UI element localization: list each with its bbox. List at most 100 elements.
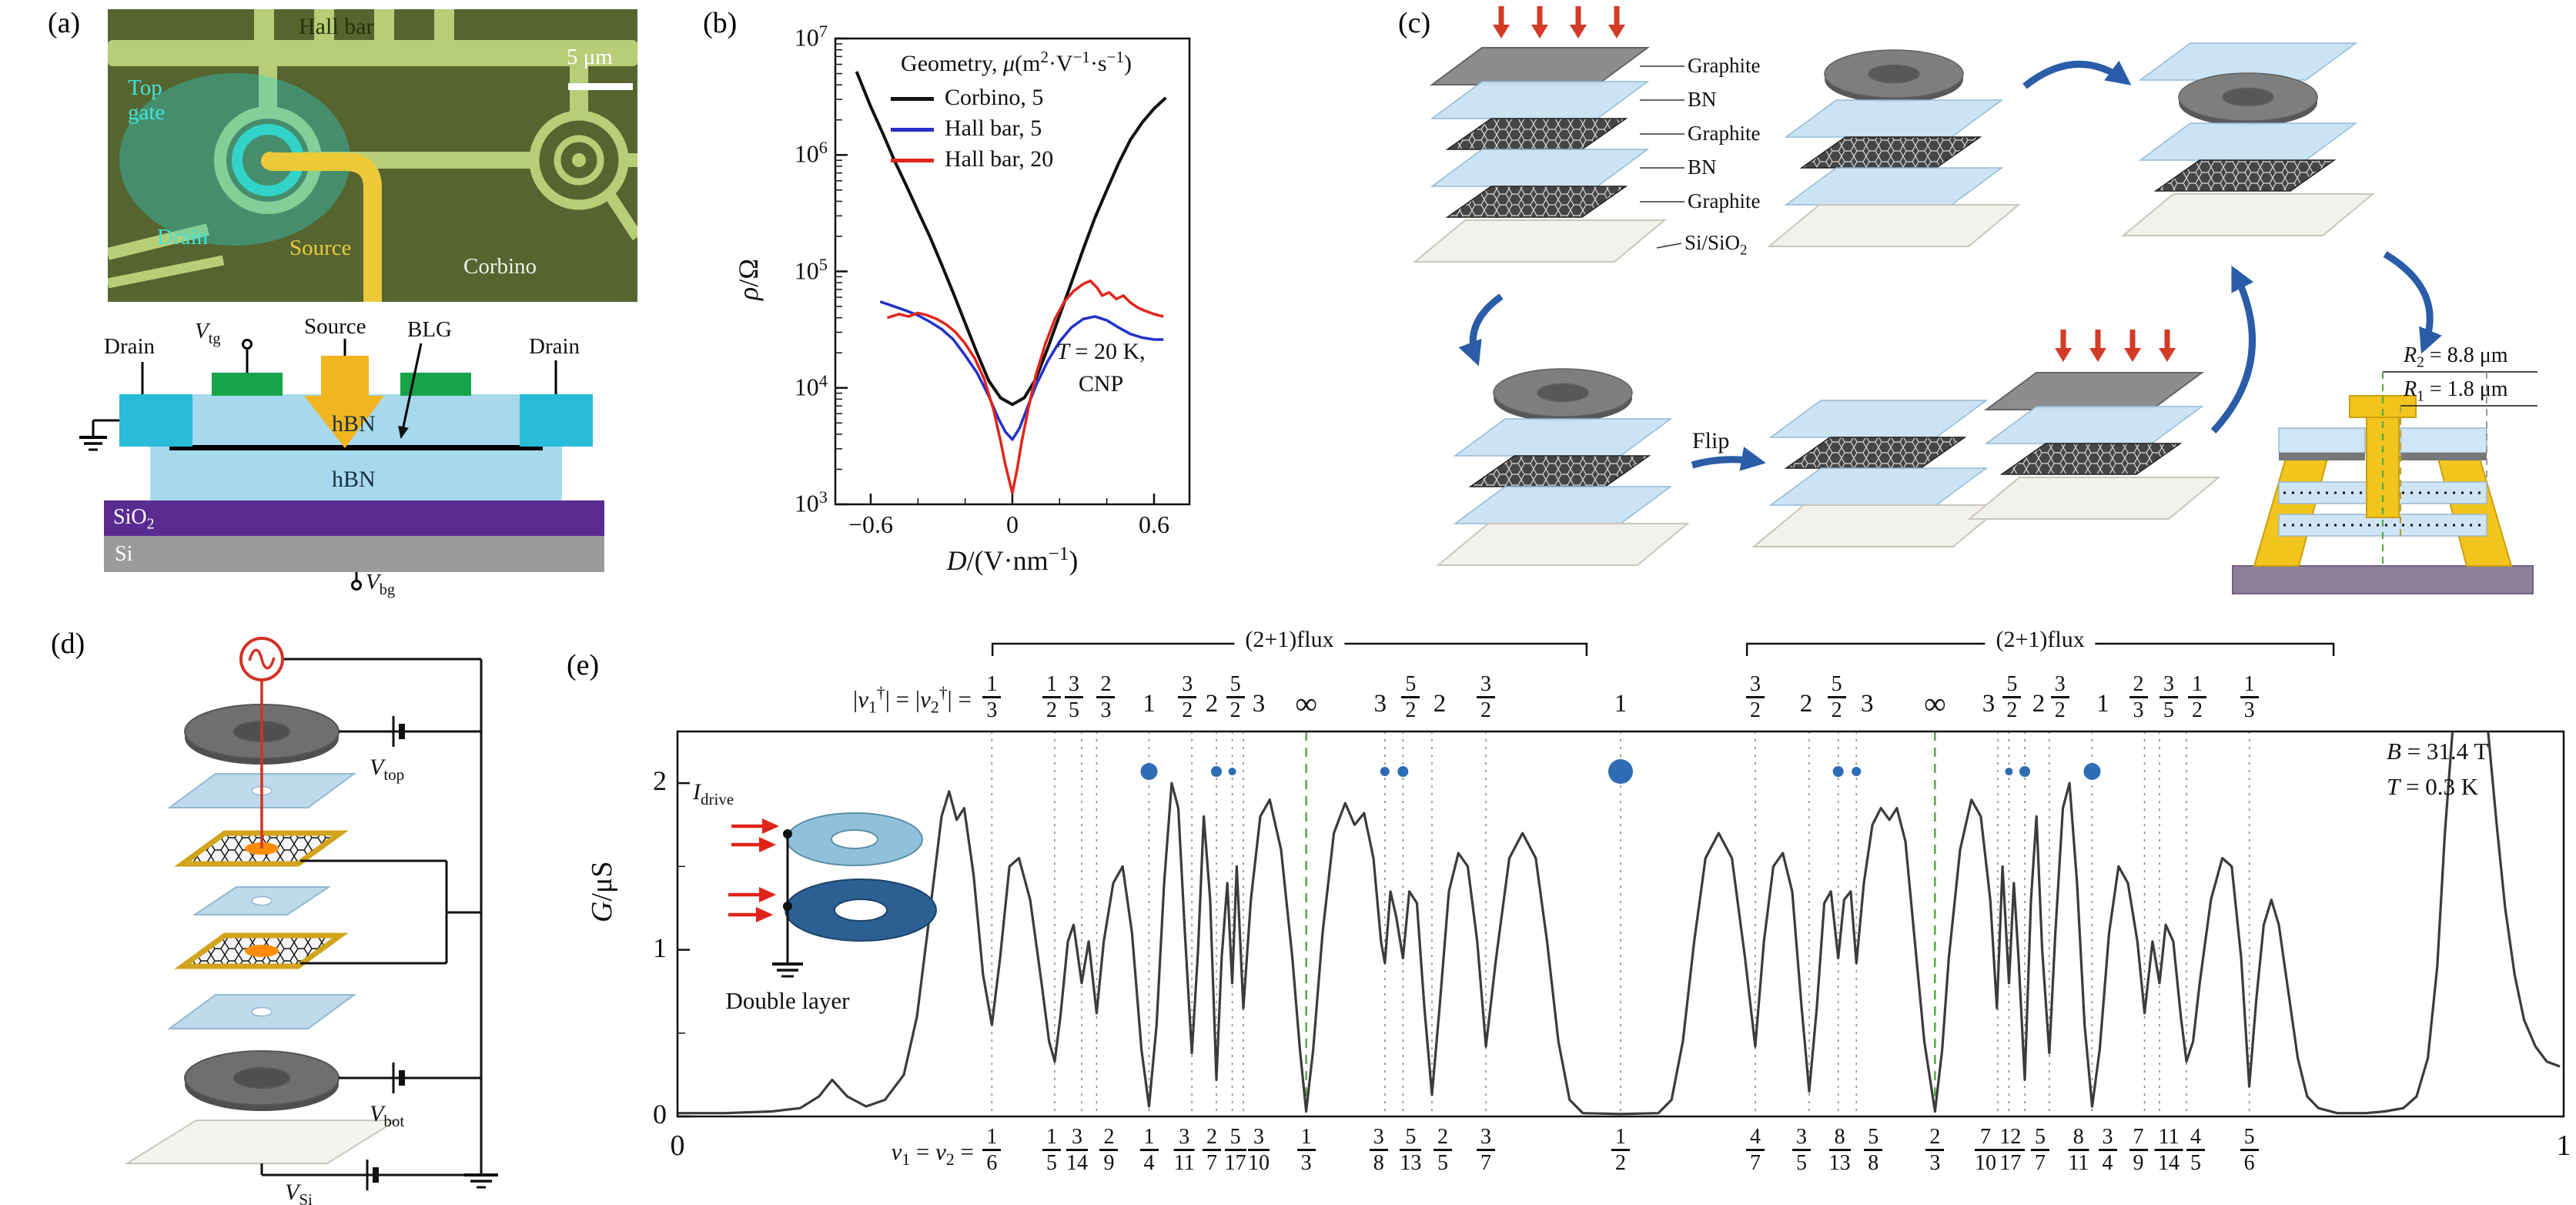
fabrication-stacks bbox=[1413, 6, 2538, 594]
x-tick-label: 0.6 bbox=[1139, 510, 1169, 538]
double-layer-inset bbox=[728, 812, 938, 978]
source-contact bbox=[261, 152, 279, 170]
curve-Hall-bar-5 bbox=[879, 300, 1164, 441]
sio2-layer bbox=[104, 500, 604, 536]
press-arrow-head bbox=[1493, 25, 1510, 38]
label-pointer-line bbox=[1656, 243, 1682, 249]
vbot-label: Vbot bbox=[370, 1101, 405, 1130]
graphite-ring bbox=[1493, 368, 1633, 417]
sio2-label: SiO2 bbox=[113, 505, 155, 533]
stack-layer-label: Graphite bbox=[1688, 122, 1761, 145]
x-edge-label-zero: 0 bbox=[670, 1130, 685, 1162]
graphene-mesh bbox=[1445, 186, 1628, 218]
stack-layer-label: BN bbox=[1688, 156, 1717, 179]
temperature-annotation: T = 0.3 K bbox=[2387, 773, 2479, 800]
hbn-top-label: hBN bbox=[332, 411, 376, 437]
state-dot bbox=[1140, 763, 1158, 780]
x-tick-label: 0 bbox=[1006, 510, 1019, 538]
process-arrow bbox=[1691, 447, 1766, 471]
panel-b-label: (b) bbox=[703, 7, 738, 39]
r2-label: R2 = 8.8 μm bbox=[2404, 343, 2508, 371]
y-axis-label: ρ/Ω bbox=[733, 258, 764, 300]
inset-caption: Double layer bbox=[725, 987, 850, 1014]
scale-bar-label: 5 μm bbox=[567, 45, 613, 69]
field-annotation: B = 31.4 T bbox=[2387, 738, 2489, 765]
device-ring-left bbox=[2279, 453, 2365, 460]
si-base-plate bbox=[124, 1120, 400, 1164]
bn-hole bbox=[251, 1006, 273, 1017]
y-tick-label: 104 bbox=[794, 370, 828, 401]
fabrication-flow-art bbox=[1413, 6, 2538, 594]
graphene-mesh bbox=[2153, 159, 2337, 192]
vtop-label: Vtop bbox=[370, 755, 405, 784]
panel-d-label: (d) bbox=[51, 628, 85, 660]
corner-wires bbox=[108, 223, 225, 289]
state-dot bbox=[2005, 768, 2013, 775]
ground-symbol bbox=[79, 436, 107, 451]
y-tick-label: 105 bbox=[794, 254, 828, 285]
x-axis-label: D/(V·nm−1) bbox=[946, 544, 1079, 576]
panel-a-label: (a) bbox=[48, 7, 81, 39]
schematic-source-label: Source bbox=[304, 314, 366, 339]
flux-bracket-label: (2+1)flux bbox=[1985, 627, 2096, 653]
ac-sine-glyph bbox=[248, 648, 276, 670]
state-dot bbox=[2019, 766, 2031, 777]
top-filling-label: 1 bbox=[1614, 690, 1628, 718]
graphene-mesh bbox=[1999, 443, 2183, 475]
schematic-drain-right-label: Drain bbox=[529, 334, 580, 359]
press-arrow-head bbox=[1531, 25, 1548, 38]
condition-annotation: T = 20 K,CNP bbox=[1056, 339, 1146, 397]
si-layer bbox=[104, 536, 604, 572]
conductance-plot-labels: Idrive Double layer B = 31.4 T T = 0.3 K… bbox=[554, 608, 2576, 1205]
legend-swatch bbox=[891, 128, 934, 132]
inset-ground-symbol bbox=[772, 962, 803, 978]
top-gate-electrode-left bbox=[212, 373, 283, 396]
device-top-gate-left bbox=[2278, 427, 2366, 454]
legend-swatch bbox=[891, 97, 934, 101]
si-label: Si bbox=[115, 542, 133, 566]
resistivity-plot bbox=[834, 37, 1191, 506]
flux-bracket-label: (2+1)flux bbox=[1234, 627, 1345, 653]
top-filling-label: 3 bbox=[1373, 690, 1387, 718]
top-filling-label: ∞ bbox=[1924, 686, 1946, 721]
panel-e-label: (e) bbox=[567, 649, 600, 681]
stack-layer-label: BN bbox=[1688, 88, 1717, 111]
panel-c-label: (c) bbox=[1398, 7, 1431, 39]
inset-bottom-layer bbox=[784, 879, 938, 942]
stack-layer-label: Graphite bbox=[1688, 54, 1761, 77]
scale-bar bbox=[568, 83, 633, 90]
device-base bbox=[2232, 565, 2534, 594]
legend-entry-label: Corbino, 5 bbox=[945, 85, 1044, 110]
device-ring-right bbox=[2400, 453, 2487, 460]
legend-entry-label: Hall bar, 5 bbox=[945, 115, 1042, 141]
corbino-ring bbox=[529, 110, 637, 241]
curve-Hall-bar-20 bbox=[886, 279, 1164, 495]
